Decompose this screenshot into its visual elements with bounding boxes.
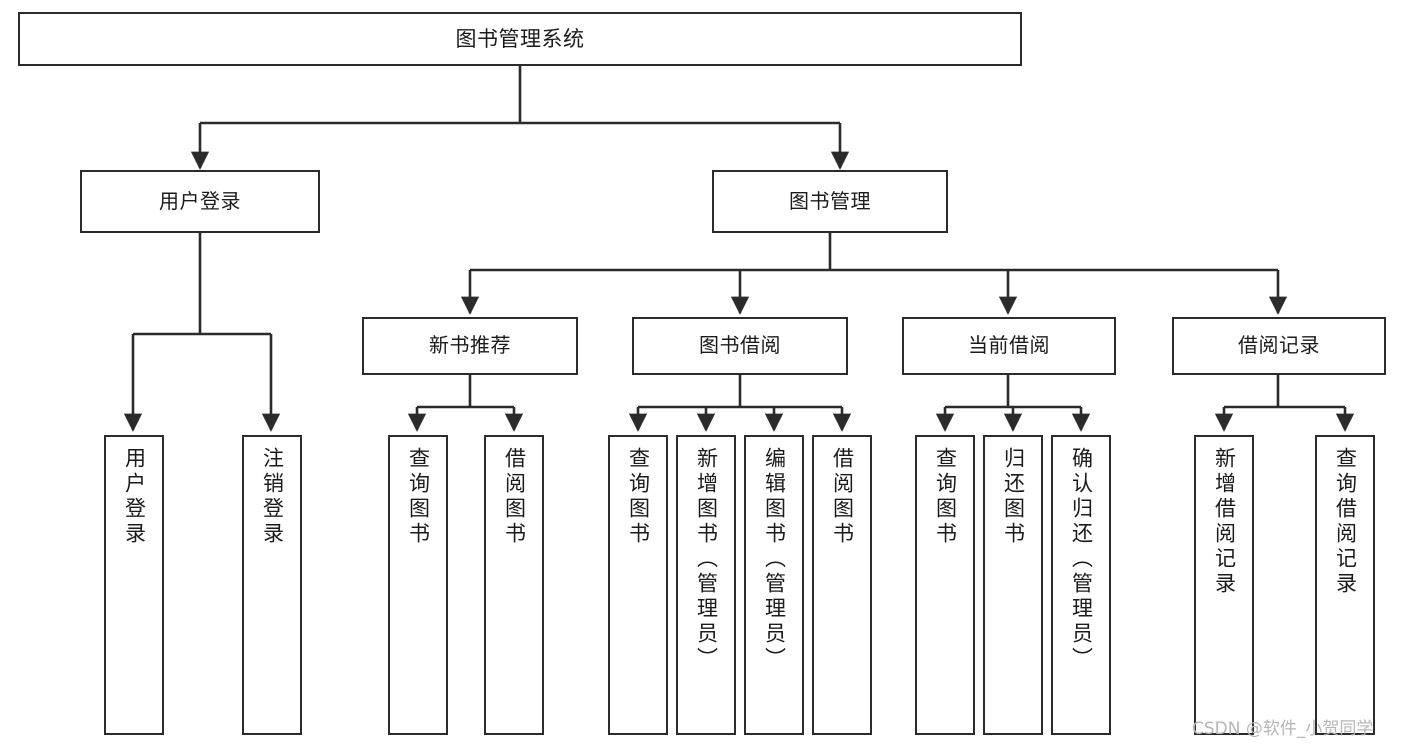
leaf-borrow-book[interactable]: 借阅图书 (812, 435, 872, 735)
leaf-logout-login[interactable]: 注销登录 (242, 435, 302, 735)
csdn-watermark: CSDN @软件_小贺同学 (1192, 719, 1374, 739)
node-label: 借阅图书 (502, 447, 527, 547)
node-label: 新增图书（管理员） (694, 447, 719, 672)
node-label: 图书借阅 (699, 333, 781, 358)
node-label: 查询图书 (406, 447, 431, 547)
node-label: 编辑图书（管理员） (762, 447, 787, 672)
node-label: 借阅记录 (1238, 333, 1320, 358)
node-label: 注销登录 (260, 447, 285, 547)
node-user-login[interactable]: 用户登录 (80, 170, 320, 233)
leaf-confirm-return[interactable]: 确认归还（管理员） (1051, 435, 1111, 735)
leaf-add-book[interactable]: 新增图书（管理员） (676, 435, 736, 735)
node-label: 新增借阅记录 (1212, 447, 1237, 597)
leaf-edit-book[interactable]: 编辑图书（管理员） (744, 435, 804, 735)
node-label: 归还图书 (1001, 447, 1026, 547)
leaf-query-borrow-record[interactable]: 查询借阅记录 (1315, 435, 1375, 735)
leaf-borrow-book-recommend[interactable]: 借阅图书 (484, 435, 544, 735)
node-label: 用户登录 (159, 188, 241, 213)
leaf-query-book-recommend[interactable]: 查询图书 (388, 435, 448, 735)
node-label: 新书推荐 (429, 333, 511, 358)
leaf-add-borrow-record[interactable]: 新增借阅记录 (1194, 435, 1254, 735)
node-label: 图书管理 (789, 188, 871, 213)
leaf-user-login[interactable]: 用户登录 (104, 435, 164, 735)
leaf-return-book[interactable]: 归还图书 (983, 435, 1043, 735)
node-label: 当前借阅 (968, 333, 1050, 358)
node-book-borrow[interactable]: 图书借阅 (632, 317, 848, 375)
leaf-query-book-current[interactable]: 查询图书 (915, 435, 975, 735)
node-new-book-recommend[interactable]: 新书推荐 (362, 317, 578, 375)
node-label: 用户登录 (122, 447, 147, 547)
node-label: 查询借阅记录 (1333, 447, 1358, 597)
node-root-book-management-system[interactable]: 图书管理系统 (18, 12, 1022, 66)
leaf-query-book-borrow[interactable]: 查询图书 (608, 435, 668, 735)
node-label: 图书管理系统 (455, 26, 585, 51)
node-label: 借阅图书 (830, 447, 855, 547)
node-borrow-record[interactable]: 借阅记录 (1172, 317, 1386, 375)
node-current-borrow[interactable]: 当前借阅 (902, 317, 1116, 375)
node-label: 查询图书 (626, 447, 651, 547)
node-label: 确认归还（管理员） (1069, 447, 1094, 672)
node-book-manage[interactable]: 图书管理 (712, 170, 948, 233)
node-label: 查询图书 (933, 447, 958, 547)
